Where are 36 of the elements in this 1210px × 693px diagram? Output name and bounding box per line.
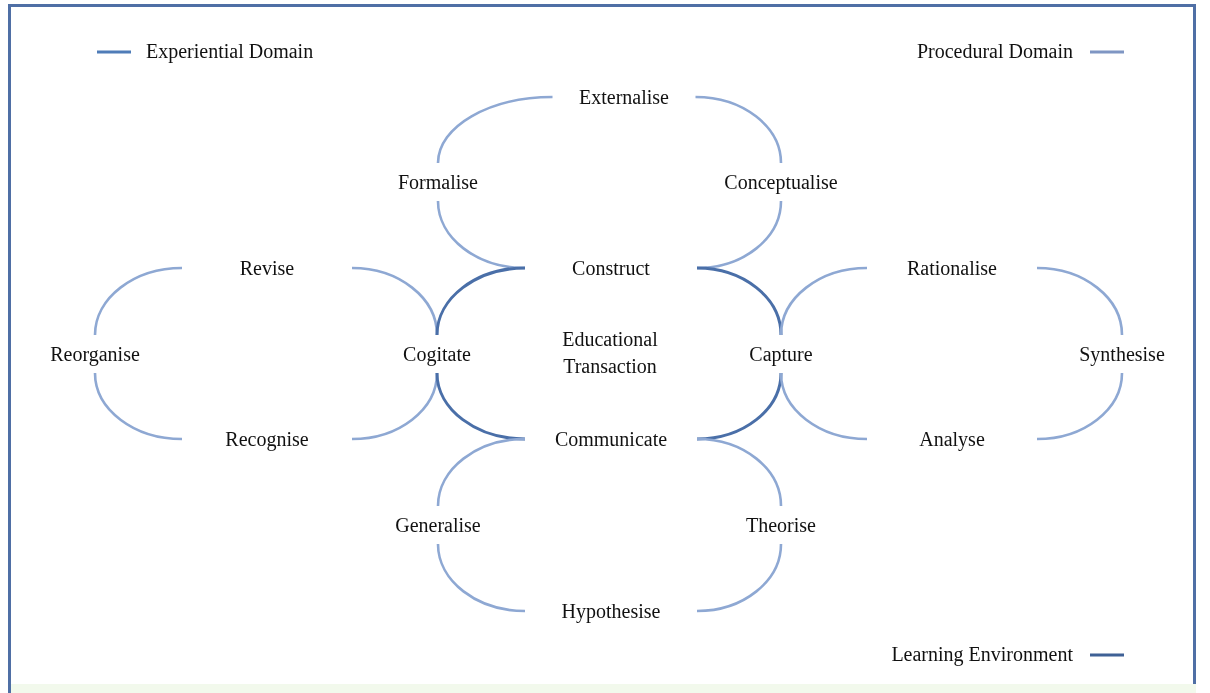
step-label: Rationalise: [907, 256, 997, 280]
connector-arc: [435, 266, 526, 336]
connector-arc: [695, 95, 783, 164]
connector-arc: [436, 543, 526, 613]
step-label: Formalise: [398, 170, 478, 194]
step-label: Conceptualise: [724, 170, 838, 194]
connector-arc: [1036, 372, 1124, 441]
step-label: Recognise: [225, 427, 309, 451]
connector-arc: [696, 372, 783, 441]
step-label: Capture: [749, 342, 813, 366]
connector-arc: [93, 372, 183, 441]
step-label: Generalise: [395, 513, 481, 537]
connector-arc: [436, 437, 526, 507]
legend-label: Procedural Domain: [916, 40, 1073, 63]
step-label: Synthesise: [1079, 342, 1165, 366]
connector-arc: [436, 95, 553, 164]
step-label: Communicate: [554, 427, 668, 451]
center-label: Educational Transaction: [561, 327, 659, 379]
step-label: Externalise: [579, 85, 669, 109]
step-label: Revise: [239, 256, 295, 280]
connector-arc: [696, 437, 783, 507]
step-label: Hypothesise: [561, 599, 661, 623]
step-label: Reorganise: [50, 342, 140, 366]
legend-label: Learning Environment: [891, 643, 1073, 666]
connector-arc: [779, 372, 868, 441]
connector-arc: [1036, 266, 1124, 336]
connector-arc: [779, 266, 868, 336]
step-label: Cogitate: [403, 342, 471, 366]
connector-arc: [696, 266, 783, 336]
legend-label: Experiential Domain: [146, 40, 314, 63]
step-label: Theorise: [746, 513, 816, 537]
step-label: Analyse: [919, 427, 985, 451]
connector-arc: [696, 543, 783, 613]
step-label: Construct: [572, 256, 650, 280]
connector-arc: [93, 266, 183, 336]
connector-arc: [435, 372, 526, 441]
